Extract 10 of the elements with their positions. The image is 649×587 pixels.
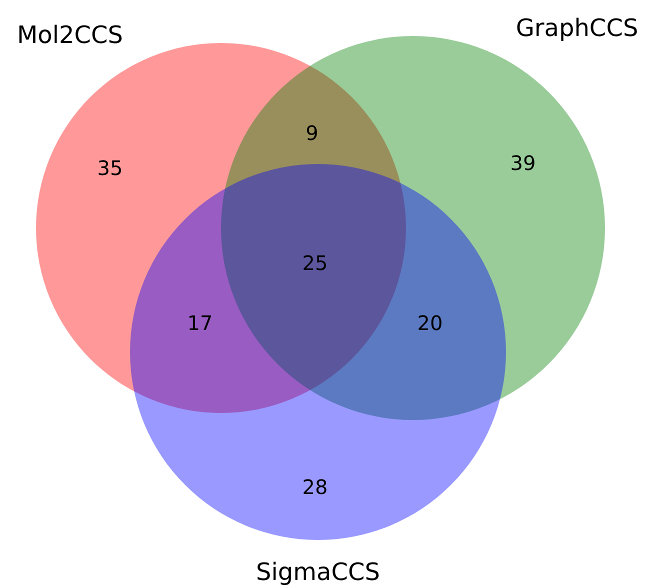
set-label: SigmaCCS (256, 560, 380, 584)
region-count: 28 (302, 477, 328, 497)
region-count: 25 (302, 253, 328, 273)
region-count: 17 (187, 313, 213, 333)
set-label: GraphCCS (516, 16, 638, 40)
region-count: 9 (306, 123, 318, 143)
region-count: 20 (417, 313, 443, 333)
set-label: Mol2CCS (16, 23, 124, 47)
region-count: 39 (510, 153, 536, 173)
region-count: 35 (97, 158, 123, 178)
